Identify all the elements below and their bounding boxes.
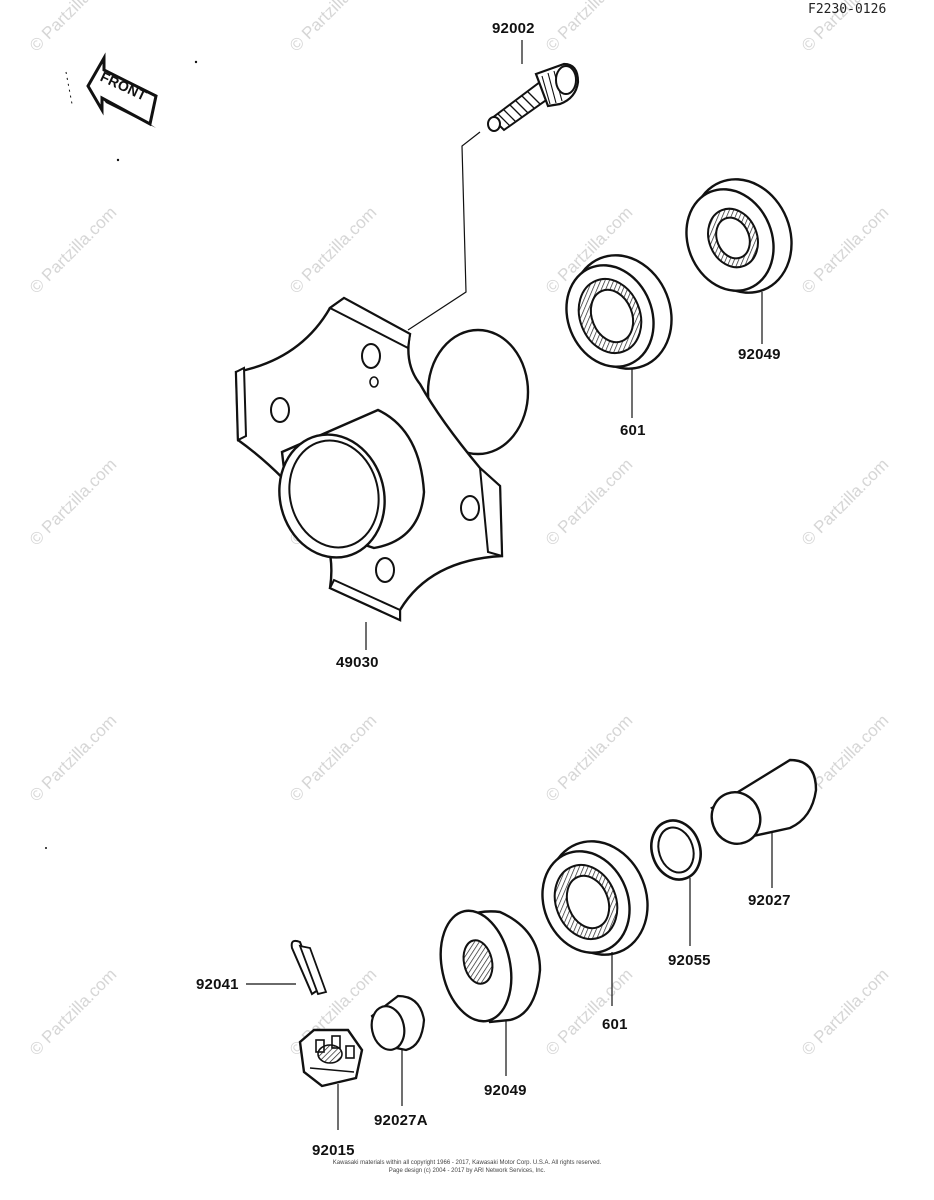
castle-nut-part [298, 1028, 364, 1088]
copyright-line-2: Page design (c) 2004 - 2017 by ARI Netwo… [388, 1168, 546, 1174]
diagram-code: F2230-0126 [808, 2, 887, 17]
spacer-part [439, 909, 542, 1024]
collar-part [370, 994, 426, 1052]
collar-sleeve-part [710, 758, 818, 845]
hub-bolt-part [487, 62, 580, 132]
part-label-92055: 92055 [668, 952, 711, 969]
part-label-92027: 92027 [748, 892, 791, 909]
part-label-601-upper: 601 [620, 422, 646, 439]
part-label-92015: 92015 [312, 1142, 355, 1159]
front-arrow-icon [65, 52, 158, 128]
part-label-92027A: 92027A [374, 1112, 428, 1129]
cotter-pin-part [290, 939, 328, 996]
rear-hub-part [234, 296, 530, 622]
part-label-92002: 92002 [492, 20, 535, 37]
part-label-601-lower: 601 [602, 1016, 628, 1033]
part-label-49030: 49030 [336, 654, 379, 671]
part-label-92041: 92041 [196, 976, 239, 993]
ball-bearing-part [541, 840, 649, 956]
part-label-92049-spacer: 92049 [484, 1082, 527, 1099]
ring-part [650, 819, 702, 881]
ball-bearing-part [565, 254, 673, 370]
oil-seal-part [685, 178, 793, 294]
part-label-92049-seal: 92049 [738, 346, 781, 363]
copyright-line-1: Kawasaki materials within all copyright … [332, 1160, 602, 1166]
